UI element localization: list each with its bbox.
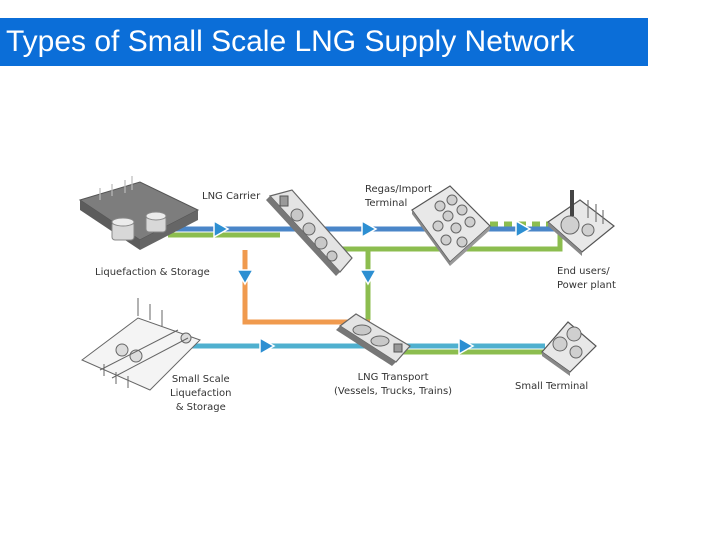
arrow-down-icon (235, 269, 255, 286)
orange-line (242, 250, 370, 325)
power-plant-icon (547, 190, 615, 256)
lng-carrier-ship-icon (266, 189, 353, 276)
arrow-right-icon (458, 336, 475, 356)
label-end-users: End users/ Power plant (557, 266, 616, 291)
regas-terminal-icon (411, 185, 491, 266)
arrow-right-icon (213, 219, 230, 239)
liquefaction-plant-icon (78, 176, 200, 250)
small-terminal-icon (541, 321, 597, 376)
title-bar: Types of Small Scale LNG Supply Network (0, 18, 648, 66)
page-title: Types of Small Scale LNG Supply Network (6, 25, 575, 58)
arrow-right-icon (361, 219, 378, 239)
label-liquefaction-storage: Liquefaction & Storage (95, 267, 210, 278)
arrow-down-icon (358, 269, 378, 286)
small-liquefaction-plant-icon (81, 298, 201, 391)
label-lng-transport: LNG Transport (Vessels, Trucks, Trains) (334, 372, 453, 397)
arrow-right-icon (515, 219, 532, 239)
flow-arrows (213, 219, 532, 356)
lng-transport-vessel-icon (336, 313, 411, 366)
label-small-scale-liquefaction: Small Scale Liquefaction & Storage (170, 374, 232, 413)
label-regas-terminal: Regas/Import Terminal (365, 184, 432, 209)
label-lng-carrier: LNG Carrier (202, 191, 261, 202)
arrow-right-icon (259, 336, 276, 356)
label-small-terminal: Small Terminal (515, 381, 589, 392)
